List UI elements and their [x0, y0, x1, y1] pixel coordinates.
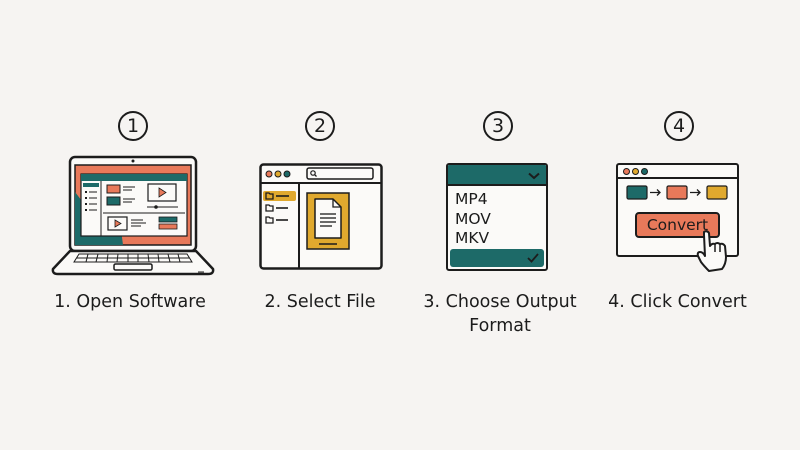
selected-option[interactable]	[450, 249, 544, 267]
format-option-mov[interactable]: MOV	[455, 209, 491, 228]
convert-window	[616, 163, 739, 257]
step-1: 1	[0, 0, 215, 450]
step-label: 1. Open Software	[54, 292, 206, 312]
step-4: 4 Convert 4. Click Convert	[0, 0, 747, 450]
step-label: 4. Click Convert	[608, 292, 747, 312]
step-number-badge: 1	[118, 111, 148, 141]
step-number-badge: 2	[305, 111, 335, 141]
step-2: 2 2. Select File	[0, 0, 383, 450]
step-3: 3 MP4 MOV MKV 3. Choose Output Format	[0, 0, 577, 450]
window-dot-icon	[623, 168, 630, 175]
dropdown-header[interactable]	[448, 165, 546, 186]
step-label: 2. Select File	[264, 292, 376, 312]
step-number-badge: 4	[664, 111, 694, 141]
window-dot-icon	[632, 168, 639, 175]
conversion-flow-icon	[626, 185, 728, 200]
window-dot-icon	[641, 168, 648, 175]
format-dropdown[interactable]: MP4 MOV MKV	[446, 163, 548, 271]
file-browser-window-icon	[259, 163, 383, 270]
format-option-mp4[interactable]: MP4	[455, 190, 488, 208]
convert-button[interactable]: Convert	[635, 212, 720, 238]
hand-pointer-icon	[696, 230, 727, 272]
chevron-down-icon	[528, 172, 540, 180]
step-number-badge: 3	[483, 111, 513, 141]
laptop-icon	[51, 155, 215, 276]
step-label: 3. Choose Output Format	[423, 292, 577, 336]
format-option-mkv[interactable]: MKV	[455, 229, 490, 247]
checkmark-icon	[527, 253, 539, 263]
